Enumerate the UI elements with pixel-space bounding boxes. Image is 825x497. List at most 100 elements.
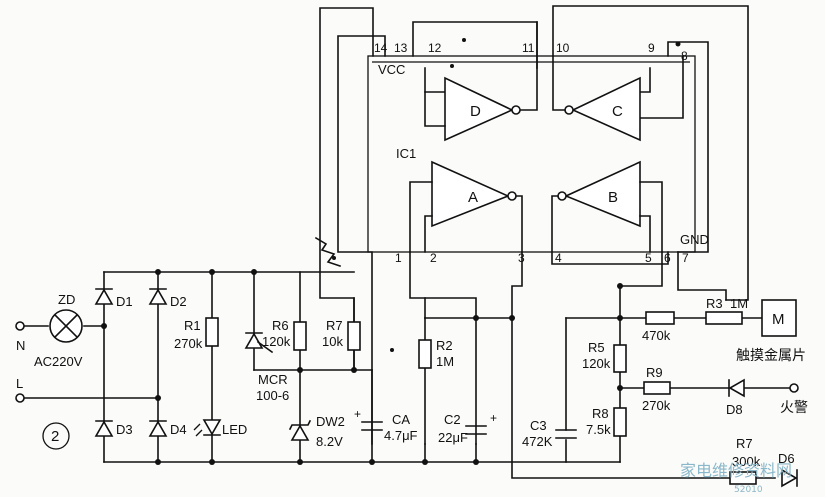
zener-dw2: DW2 8.2V bbox=[288, 414, 345, 449]
wire bbox=[319, 7, 374, 371]
wire bbox=[552, 5, 749, 301]
junction-dot bbox=[675, 41, 681, 47]
component-shape bbox=[148, 420, 168, 437]
p5-label: 5 bbox=[645, 251, 652, 265]
component-shape bbox=[148, 288, 168, 305]
watermark-label: 家电维修资料网 bbox=[680, 461, 792, 480]
component-shape bbox=[781, 468, 798, 488]
r1-label: R1 bbox=[184, 318, 201, 333]
gnd-label: GND bbox=[680, 232, 709, 247]
component-shape bbox=[571, 76, 641, 142]
wire bbox=[195, 429, 203, 437]
gate-d: D bbox=[424, 76, 521, 142]
terminal-circle bbox=[564, 105, 574, 115]
terminal-l bbox=[15, 393, 25, 403]
gate_a-label: A bbox=[468, 189, 478, 206]
d2-label: D2 bbox=[170, 294, 187, 309]
p1-label: 1 bbox=[395, 251, 402, 265]
diode-d4: D4 bbox=[148, 420, 187, 437]
resistor-r9 bbox=[643, 381, 671, 395]
diode-d6: D6 bbox=[778, 451, 798, 488]
resistor-r3 bbox=[705, 311, 743, 325]
wire bbox=[256, 340, 274, 354]
wire bbox=[424, 91, 446, 127]
component-shape bbox=[444, 76, 514, 142]
lamp-zd: ZD AC220V bbox=[34, 292, 83, 369]
capacitor-c2: C2 22μF + bbox=[438, 411, 497, 445]
mcrv-label: 100-6 bbox=[256, 388, 289, 403]
terminal-circle bbox=[507, 191, 517, 201]
r6-label: R6 bbox=[272, 318, 289, 333]
resistor-r6 bbox=[293, 321, 307, 351]
figure-number: 2 bbox=[42, 422, 70, 450]
cav-label: 4.7μF bbox=[384, 428, 418, 443]
wire bbox=[53, 313, 79, 339]
lower-wiring bbox=[409, 251, 791, 479]
junction-dot bbox=[297, 459, 303, 465]
p7-label: 7 bbox=[682, 251, 689, 265]
p2-label: 2 bbox=[430, 251, 437, 265]
r5v-label: 120k bbox=[582, 356, 611, 371]
d4-label: D4 bbox=[170, 422, 187, 437]
p6-label: 6 bbox=[664, 251, 671, 265]
wire bbox=[552, 55, 566, 111]
wire bbox=[409, 181, 433, 253]
gate_c-label: C bbox=[612, 103, 623, 120]
wire bbox=[424, 215, 433, 253]
wire bbox=[511, 317, 776, 479]
junction-dot bbox=[209, 459, 215, 465]
resistor-r5 bbox=[613, 344, 627, 373]
gate-c: C bbox=[552, 55, 641, 142]
m-label: M bbox=[772, 311, 785, 328]
junction-dot bbox=[155, 395, 161, 401]
r8-label: R8 bbox=[592, 406, 609, 421]
wire bbox=[639, 67, 651, 93]
terminal-circle bbox=[42, 422, 70, 450]
diode-d2: D2 bbox=[148, 288, 187, 309]
wire bbox=[337, 35, 386, 445]
fig-label: 2 bbox=[51, 428, 59, 445]
ac-label: AC220V bbox=[34, 354, 83, 369]
vcc-label: VCC bbox=[378, 62, 405, 77]
resistor-r1 bbox=[205, 317, 219, 347]
diode-d3: D3 bbox=[94, 420, 133, 437]
d1-label: D1 bbox=[116, 294, 133, 309]
dw2v-label: 8.2V bbox=[316, 434, 343, 449]
pin-numbers: 14 13 12 11 10 9 8 1 2 3 4 5 6 7 bbox=[374, 41, 689, 265]
p12-label: 12 bbox=[428, 41, 442, 55]
resistor-r7-300k bbox=[729, 471, 757, 485]
r5-label: R5 bbox=[588, 340, 605, 355]
p14-label: 14 bbox=[374, 41, 388, 55]
wire bbox=[639, 55, 684, 119]
mcr-label: MCR bbox=[258, 372, 288, 387]
r9-label: R9 bbox=[646, 365, 663, 380]
r4v-label: 470k bbox=[642, 328, 671, 343]
ca-label: CA bbox=[392, 412, 410, 427]
junction-dot bbox=[617, 315, 623, 321]
resistor-470k bbox=[645, 311, 675, 325]
p13-label: 13 bbox=[394, 41, 408, 55]
r7-label: R7 bbox=[326, 318, 343, 333]
ic1-frame bbox=[367, 55, 696, 253]
terminal-n bbox=[15, 321, 25, 331]
p10-label: 10 bbox=[556, 41, 570, 55]
terminal-circle bbox=[557, 191, 567, 201]
thyristor-mcr: MCR 100-6 bbox=[244, 332, 289, 403]
c2v-label: 22μF bbox=[438, 430, 468, 445]
component-shape bbox=[202, 419, 222, 436]
diode-d1: D1 bbox=[94, 288, 133, 309]
resistor-r7 bbox=[347, 321, 361, 351]
junction-dot bbox=[462, 38, 466, 42]
component-shape bbox=[290, 424, 310, 441]
junction-dot bbox=[390, 348, 394, 352]
resistor-r2 bbox=[418, 339, 432, 369]
wire bbox=[551, 195, 669, 265]
text-label: + bbox=[354, 407, 361, 421]
n-label: N bbox=[16, 338, 25, 353]
component-shape bbox=[94, 288, 114, 305]
junction-dot bbox=[450, 64, 454, 68]
r9v-label: 270k bbox=[642, 398, 671, 413]
touch-plate-label: 触摸金属片 bbox=[736, 347, 806, 363]
